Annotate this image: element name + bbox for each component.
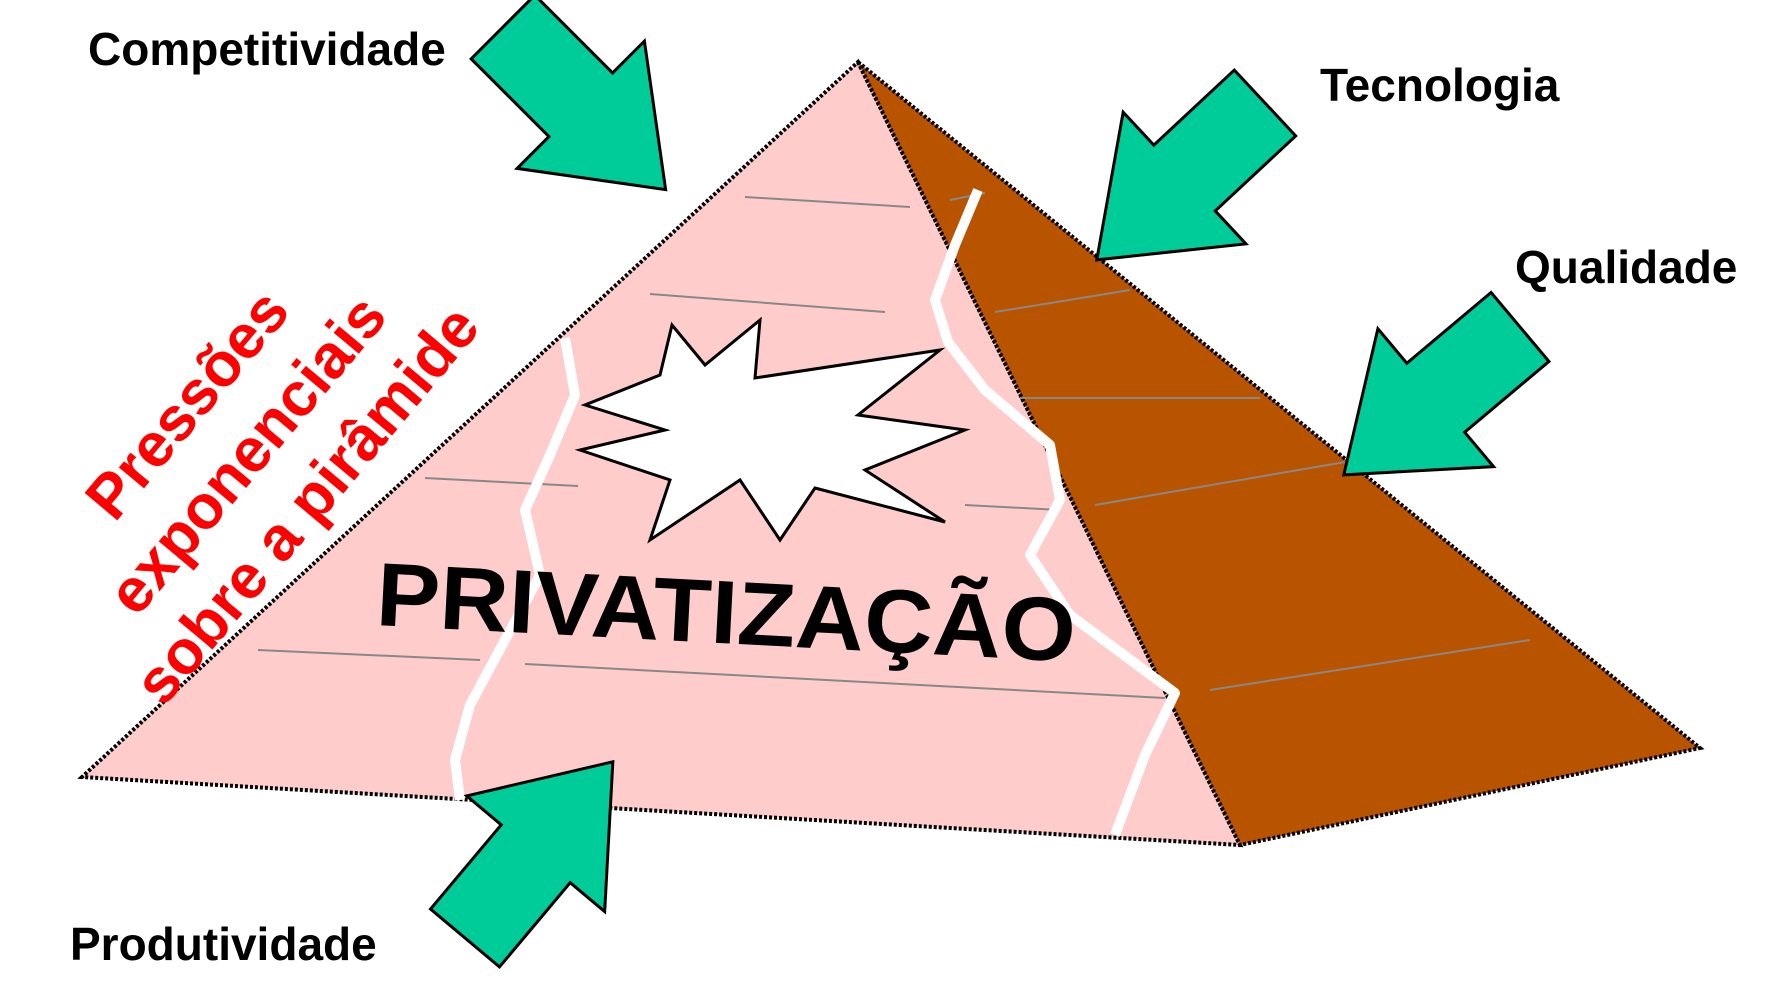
label-qualidade: Qualidade bbox=[1515, 241, 1737, 293]
competitividade-arrow bbox=[469, 0, 668, 192]
tecnologia-arrow bbox=[1094, 67, 1298, 262]
qualidade-arrow bbox=[1341, 290, 1552, 477]
label-produtividade: Produtividade bbox=[70, 918, 377, 970]
produtividade-arrow bbox=[428, 759, 615, 970]
stone-course-lines bbox=[257, 192, 1531, 699]
label-tecnologia: Tecnologia bbox=[1320, 59, 1560, 111]
edge-crack bbox=[930, 188, 1180, 837]
front-crack bbox=[450, 337, 580, 801]
explosion-burst bbox=[574, 316, 971, 544]
label-competitividade: Competitividade bbox=[88, 23, 446, 75]
